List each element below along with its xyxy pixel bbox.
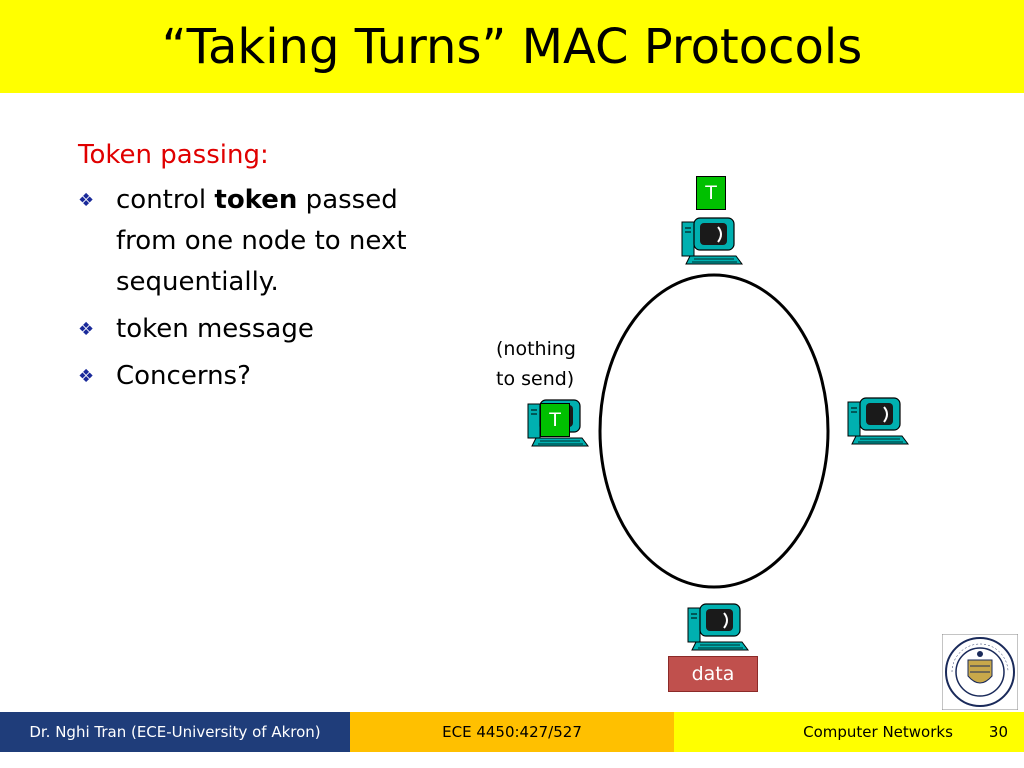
bullet-text: Concerns? [116, 361, 251, 391]
footer-subject: Computer Networks [803, 723, 953, 741]
bullet-text-post: passed from one node to next sequentiall… [116, 185, 407, 297]
callout-line-1: (nothing [496, 338, 576, 360]
computer-node-right-icon [847, 397, 909, 445]
bullet-text: token message [116, 314, 314, 344]
diamond-bullet-icon: ❖ [78, 319, 95, 340]
content-area: Token passing: ❖ control token passed fr… [78, 140, 458, 403]
diamond-bullet-icon: ❖ [78, 366, 95, 387]
section-heading: Token passing: [78, 140, 269, 170]
footer-course: ECE 4450:427/527 [350, 712, 674, 752]
bullet-item: ❖ control token passed from one node to … [78, 180, 458, 303]
footer-bar: Dr. Nghi Tran (ECE-University of Akron) … [0, 712, 1024, 752]
title-bar: “Taking Turns” MAC Protocols [0, 0, 1024, 93]
ring-link [598, 273, 830, 589]
slide-title: “Taking Turns” MAC Protocols [161, 18, 863, 75]
footer-author: Dr. Nghi Tran (ECE-University of Akron) [0, 712, 350, 752]
bullet-text-pre: control [116, 185, 215, 215]
university-seal-logo [942, 634, 1018, 710]
page-number: 30 [988, 723, 1008, 741]
footer-right-section: Computer Networks 30 [674, 712, 1024, 752]
bullet-text-bold: token [214, 185, 298, 215]
callout-line-2: to send) [496, 368, 575, 390]
bullet-item: ❖ Concerns? [78, 356, 458, 397]
bullet-list: ❖ control token passed from one node to … [78, 180, 458, 397]
bullet-item: ❖ token message [78, 309, 458, 350]
diamond-bullet-icon: ❖ [78, 190, 95, 211]
callout-nothing-to-send: (nothing to send) [496, 334, 576, 394]
data-frame-box: data [668, 656, 758, 692]
computer-node-bottom-icon [687, 603, 749, 651]
computer-node-top-icon [681, 217, 743, 265]
token-top: T [696, 176, 726, 210]
token-left: T [540, 403, 570, 437]
